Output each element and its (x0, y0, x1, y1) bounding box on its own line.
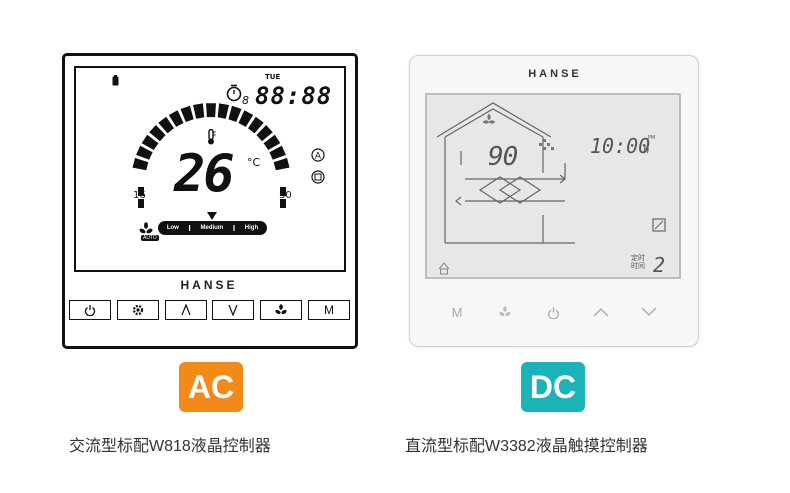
speed-separator: I (232, 223, 236, 233)
dc-power-button[interactable] (540, 302, 566, 322)
arc-segment (280, 187, 286, 196)
speed-low-label: Low (166, 225, 179, 231)
arc-segment (206, 103, 216, 118)
dc-caption: 直流型标配W3382液晶触摸控制器 (405, 438, 648, 455)
dc-mode-button-label: M (451, 304, 463, 320)
ac-mode-button-label: M (323, 303, 334, 317)
arc-segment (263, 134, 281, 150)
speed-high-label: High (244, 225, 259, 231)
ac-down-button[interactable] (212, 300, 255, 320)
dc-clock-display: 10:00 (590, 134, 651, 158)
ac-caption: 交流型标配W818液晶控制器 (69, 438, 271, 455)
arc-segment (138, 199, 144, 208)
arc-segment (248, 116, 264, 134)
ac-scale-min: 16 (133, 190, 146, 201)
dc-pm-label: PM (648, 135, 656, 141)
ac-scale-max: 30 (279, 190, 292, 201)
arc-segment (180, 105, 194, 122)
ac-type-badge: AC (179, 362, 243, 412)
chevron-up-icon (593, 308, 609, 317)
dc-down-button[interactable] (636, 302, 662, 322)
ac-brand-logo: HANSE (180, 278, 238, 292)
arc-segment (217, 103, 229, 119)
arc-segment (168, 110, 184, 127)
fan-auto-badge: AUTO (141, 235, 159, 241)
ac-power-button[interactable] (69, 300, 111, 320)
arc-segment (149, 125, 166, 142)
speed-medium-label: Medium (200, 225, 224, 231)
arc-segment (138, 187, 144, 196)
fan-icon (499, 306, 511, 316)
dc-mode-button[interactable]: M (444, 302, 470, 322)
arc-segment (132, 157, 149, 171)
gear-icon (132, 304, 143, 316)
fan-icon (275, 304, 287, 315)
dc-brand-logo: HANSE (528, 68, 582, 80)
arc-segment (280, 199, 286, 208)
arc-segment (158, 116, 174, 134)
ac-fan-button[interactable] (260, 300, 303, 320)
ac-temperature-arc (132, 103, 290, 208)
ac-up-button[interactable] (164, 300, 207, 320)
power-icon (84, 305, 96, 316)
arc-segment (136, 145, 153, 160)
dc-type-badge: DC (521, 362, 585, 412)
ac-button-row: M (69, 300, 350, 322)
dc-clock-suffix: h (643, 145, 650, 156)
arc-segment (238, 110, 254, 127)
arc-segment (141, 134, 159, 150)
timer-icon (226, 84, 242, 107)
ac-mode-button[interactable]: M (307, 300, 350, 320)
dc-up-button[interactable] (588, 302, 614, 322)
dc-house-diagram-icon (436, 102, 666, 275)
manual-mode-icon (311, 170, 325, 189)
up-arrow-icon (181, 304, 191, 316)
arc-segment (273, 157, 290, 171)
dc-timer-value: 2 (653, 253, 666, 277)
chevron-down-icon (641, 307, 657, 316)
ac-day-label: TUE (265, 73, 281, 81)
svg-text:A: A (315, 152, 322, 162)
auto-mode-icon: A (311, 148, 325, 167)
ac-settings-button[interactable] (116, 300, 159, 320)
down-arrow-icon (228, 304, 238, 316)
ac-temperature-unit: °C (247, 156, 261, 169)
ac-lcd-screen (74, 66, 346, 272)
ac-clock-display: 88:88 (255, 82, 333, 110)
battery-icon (112, 73, 120, 91)
dc-fan-icon (483, 114, 495, 124)
arc-segment (256, 125, 273, 142)
ac-temperature-value: 26 (174, 144, 235, 204)
fan-speed-bar: Low I Medium I High (158, 221, 267, 235)
fan-speed-icon (139, 222, 153, 240)
dc-fan-button[interactable] (492, 302, 518, 322)
arc-segment (228, 105, 242, 122)
dc-timer-label: 定时 时间 (631, 254, 645, 270)
dc-button-row: M (440, 302, 670, 322)
power-icon (547, 306, 559, 319)
arc-segment (193, 103, 205, 119)
ac-timer-value: 8 (242, 94, 249, 107)
speed-pointer-icon (207, 212, 217, 220)
arc-segment (269, 145, 286, 160)
speed-separator: I (188, 223, 191, 233)
dc-temperature-value: 90 (488, 142, 518, 172)
thermometer-icon (206, 128, 216, 150)
